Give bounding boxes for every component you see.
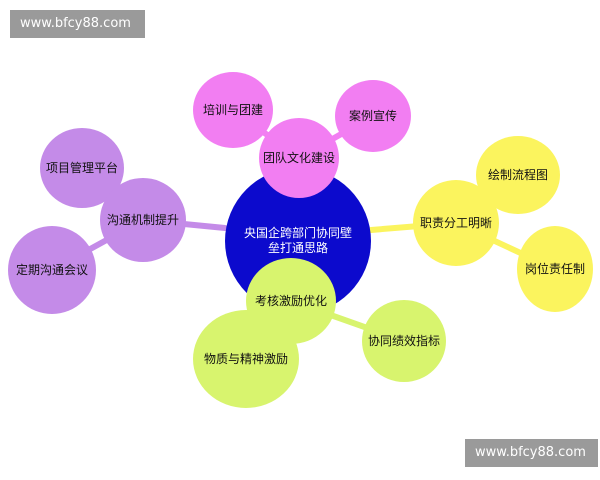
watermark-top: www.bfcy88.com xyxy=(10,10,145,38)
node-assessment-incentive: 考核激励优化 xyxy=(246,258,336,344)
node-label: 定期沟通会议 xyxy=(15,262,88,277)
node-collaboration-kpi: 协同绩效指标 xyxy=(362,300,446,382)
node-label: 考核激励优化 xyxy=(254,293,327,308)
node-duty-division: 职责分工明晰 xyxy=(413,180,499,266)
node-communication-mechanism: 沟通机制提升 xyxy=(100,178,186,262)
node-label: 物质与精神激励 xyxy=(203,351,288,366)
node-regular-meetings: 定期沟通会议 xyxy=(8,226,96,314)
node-case-promotion: 案例宣传 xyxy=(335,80,411,152)
node-label: 沟通机制提升 xyxy=(106,212,179,227)
node-draw-flowchart: 绘制流程图 xyxy=(476,136,560,214)
node-label: 培训与团建 xyxy=(202,102,263,117)
node-label: 团队文化建设 xyxy=(263,150,336,165)
node-label: 绘制流程图 xyxy=(487,167,548,182)
center-label: 央国企跨部门协同壁垒打通思路 xyxy=(243,226,352,255)
node-post-responsibility: 岗位责任制 xyxy=(517,226,593,312)
node-label: 职责分工明晰 xyxy=(419,215,492,230)
node-team-culture: 团队文化建设 xyxy=(259,118,339,198)
node-label: 案例宣传 xyxy=(348,108,397,123)
node-label: 协同绩效指标 xyxy=(367,333,440,348)
node-label: 项目管理平台 xyxy=(45,160,118,175)
node-training-team-building: 培训与团建 xyxy=(193,72,273,148)
watermark-bottom: www.bfcy88.com xyxy=(465,439,598,467)
node-label: 岗位责任制 xyxy=(524,261,585,276)
